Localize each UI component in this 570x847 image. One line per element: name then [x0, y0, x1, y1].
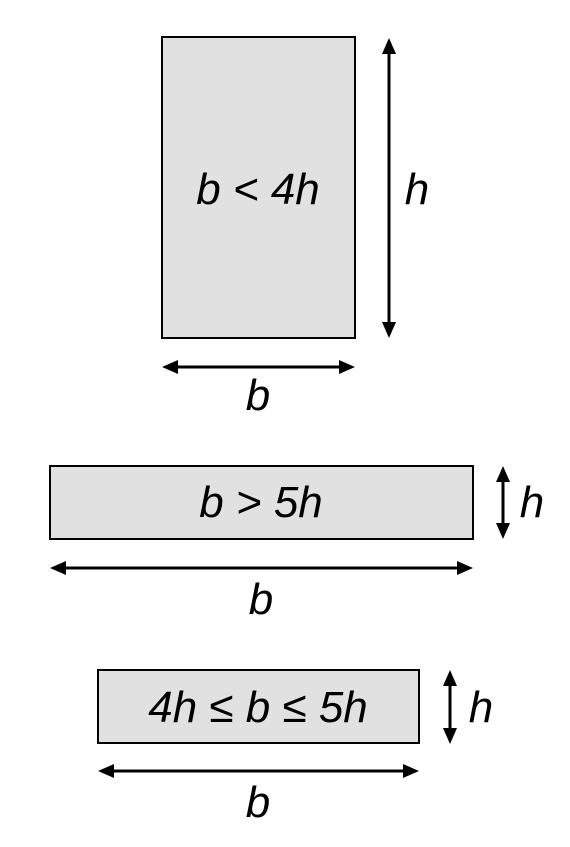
- height-label: h: [520, 478, 544, 527]
- arrow-down-icon: [382, 322, 396, 338]
- section-tall: b < 4h h b: [161, 36, 429, 420]
- section-rect-medium: [97, 669, 420, 744]
- condition-label: b > 5h: [199, 478, 323, 527]
- arrow-right-icon: [457, 561, 473, 575]
- height-label: h: [469, 683, 493, 732]
- arrow-up-icon: [382, 38, 396, 54]
- width-label: b: [246, 778, 270, 827]
- condition-label: b < 4h: [196, 165, 320, 214]
- width-label: b: [246, 371, 270, 420]
- section-rect-tall: [161, 36, 356, 339]
- section-wide: b > 5h h b: [49, 465, 544, 624]
- arrow-right-icon: [403, 764, 419, 778]
- section-medium: 4h ≤ b ≤ 5h h b: [97, 669, 493, 827]
- arrow-left-icon: [98, 764, 114, 778]
- arrow-left-icon: [162, 360, 178, 374]
- arrow-right-icon: [339, 360, 355, 374]
- arrow-down-icon: [496, 523, 510, 539]
- section-rect-wide: [49, 465, 474, 540]
- arrow-up-icon: [443, 670, 457, 686]
- height-label: h: [405, 165, 429, 214]
- arrow-down-icon: [443, 728, 457, 744]
- condition-label: 4h ≤ b ≤ 5h: [148, 683, 368, 732]
- arrow-up-icon: [496, 466, 510, 482]
- width-label: b: [249, 575, 273, 624]
- arrow-left-icon: [50, 561, 66, 575]
